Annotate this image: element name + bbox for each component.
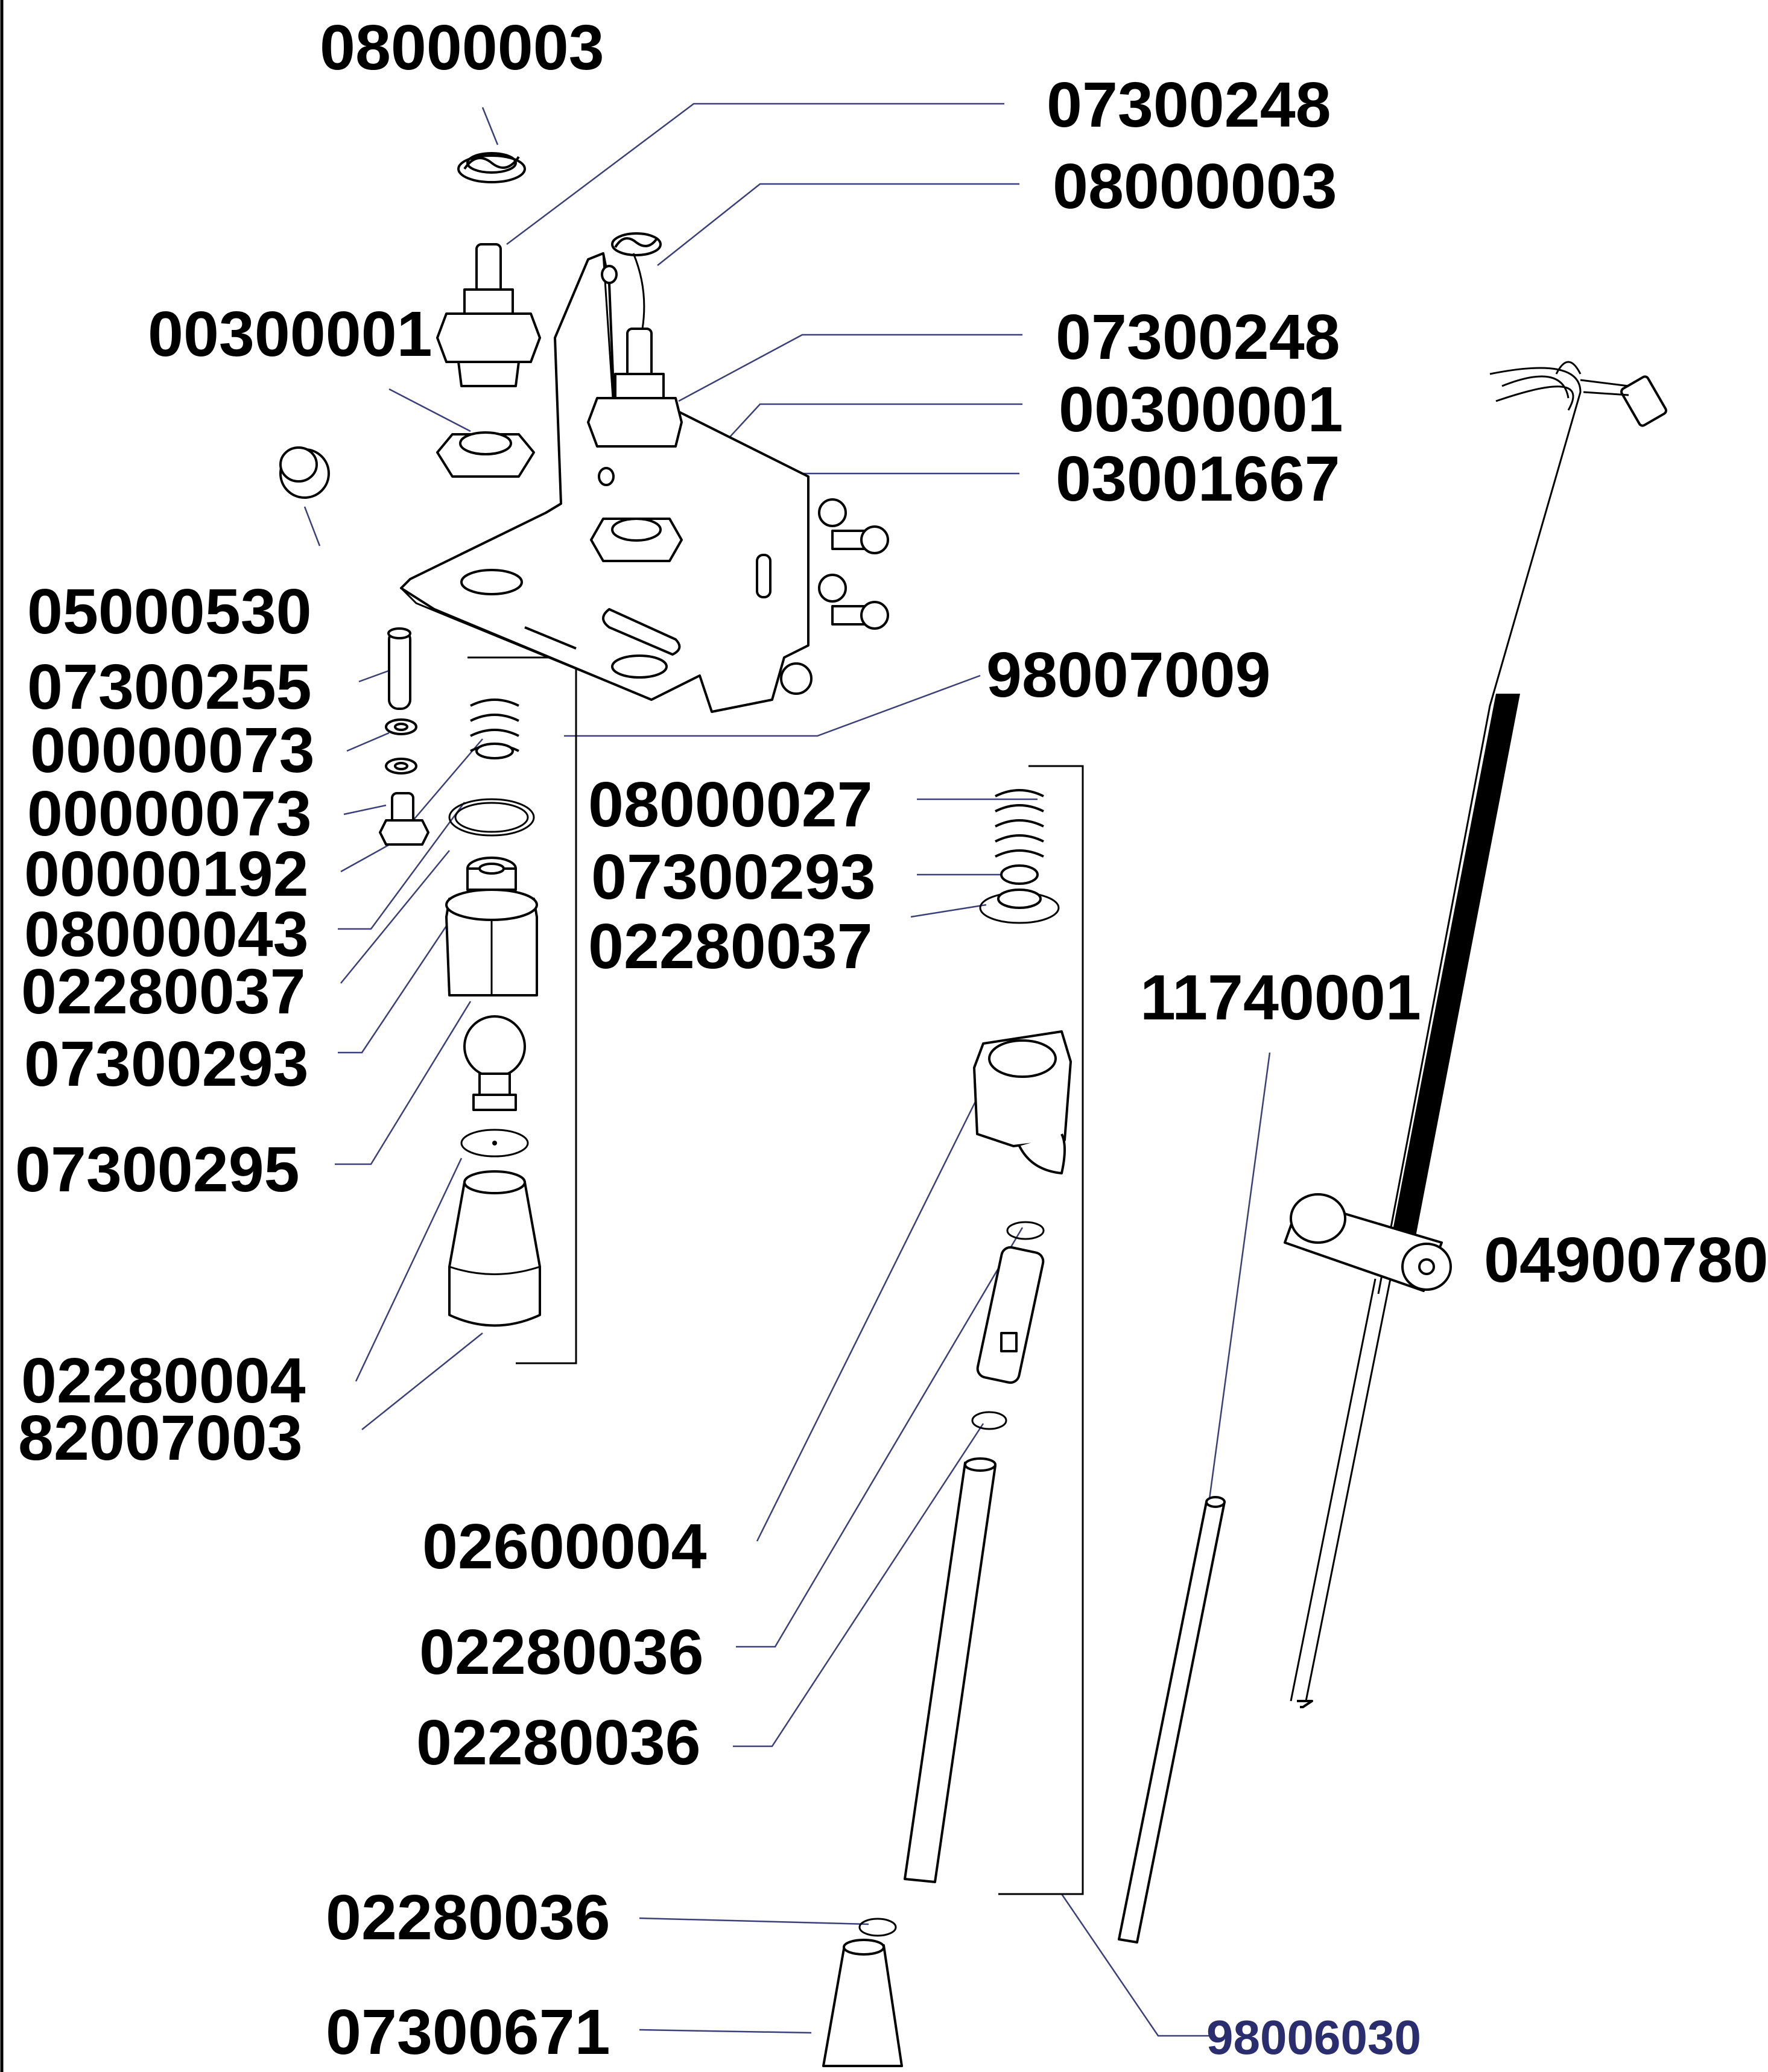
nut-right-part [590, 518, 683, 562]
assembly-label: 98006030 [1206, 2010, 1421, 2064]
part-label: 02280004 [21, 1345, 306, 1416]
seat-right-part [979, 864, 1060, 924]
part-label: 08000043 [24, 899, 309, 970]
o-ring-small-part [460, 1129, 529, 1158]
part-label: 08000027 [588, 769, 873, 840]
bolt-part [379, 792, 429, 846]
washer-part [385, 758, 417, 775]
part-label: 02280036 [419, 1617, 704, 1688]
ball-part [463, 1015, 526, 1111]
part-label: 82007003 [18, 1402, 303, 1474]
part-label: 00000192 [24, 838, 309, 910]
part-label: 07300295 [15, 1134, 300, 1205]
o-ring-right-lower-part [971, 1411, 1007, 1430]
cap-plug-part [279, 446, 330, 499]
hose-fitting-right-part [587, 253, 683, 448]
hose-fitting-left-part [436, 243, 541, 387]
probe-tube-part [1118, 1496, 1226, 1944]
part-label: 04900780 [1484, 1225, 1768, 1296]
screw-part [780, 662, 813, 695]
part-label: 02280036 [326, 1882, 610, 1953]
mounting-bracket-part [400, 252, 889, 713]
hex-nut-large-part [445, 889, 538, 996]
part-label: 02600004 [422, 1511, 707, 1582]
part-label: 07300248 [1056, 302, 1340, 373]
part-label: 03001667 [1056, 443, 1340, 515]
clamp-block-part [1284, 1193, 1452, 1292]
part-label: 11740001 [1140, 962, 1421, 1033]
part-number-labels: 08000003 07300248 08000003 00300001 0730… [15, 12, 1768, 2068]
washer-part [385, 718, 417, 735]
part-label: 00300001 [148, 299, 432, 370]
part-label: 07300255 [27, 651, 312, 723]
part-label: 02280037 [21, 956, 306, 1027]
nozzle-tip-part [822, 1939, 903, 2067]
part-label: 08000003 [320, 12, 604, 83]
part-label: 08000003 [1053, 151, 1337, 222]
hex-coupling-part [973, 1030, 1072, 1174]
hose-clip-right-part [611, 232, 662, 256]
part-label: 05000530 [27, 576, 312, 647]
part-label: 07300293 [24, 1028, 309, 1100]
bracket-98006030 [998, 765, 1084, 1895]
part-label: 02280036 [416, 1707, 701, 1778]
part-label: 00300001 [1059, 374, 1343, 445]
nut-left-part [436, 431, 535, 478]
part-label: 02280037 [588, 911, 873, 982]
part-label: 07300293 [591, 841, 876, 913]
connector-part [976, 1246, 1045, 1384]
tube-part [904, 1457, 996, 1883]
bracket-98007009 [467, 656, 577, 1364]
nozzle-body-part [448, 1170, 541, 1327]
hose-clip-part [457, 152, 526, 183]
part-label: 07300671 [326, 1997, 610, 2068]
o-ring-left-part [448, 798, 535, 837]
spring-left-part [470, 699, 519, 759]
part-label: 00000073 [27, 778, 312, 849]
spring-right-part [995, 789, 1044, 858]
o-ring-right-part [1006, 1221, 1045, 1240]
screw-part [818, 498, 889, 554]
seat-part [466, 857, 517, 891]
part-label: 00000073 [30, 715, 315, 786]
temperature-probe-part [1290, 361, 1667, 1708]
pin-part [387, 627, 411, 710]
part-label: 98007009 [986, 639, 1271, 711]
part-label: 07300248 [1047, 69, 1331, 141]
o-ring-bottom-part [858, 1918, 897, 1937]
screw-part [818, 574, 889, 630]
